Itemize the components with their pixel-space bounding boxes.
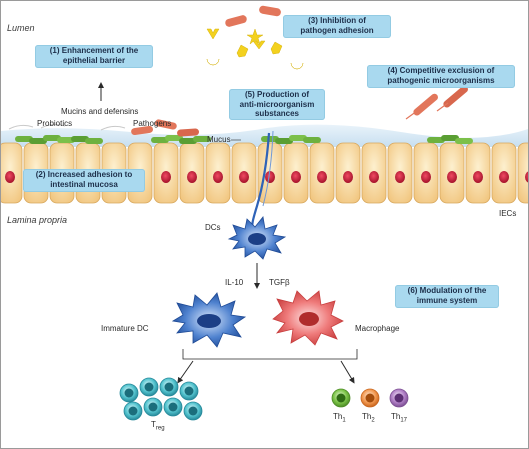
- cell-nucleus: [421, 171, 431, 183]
- box-inhibition-adhesion: (3) Inhibition of pathogen adhesion: [283, 15, 391, 38]
- dc-cell: [227, 216, 287, 260]
- cell-nucleus: [525, 171, 528, 183]
- epithelial-cell: [283, 142, 309, 204]
- box-antimicrobial-production: (5) Production of anti-microorganism sub…: [229, 89, 325, 120]
- bacteriocins: [206, 28, 304, 70]
- cell-nucleus: [473, 171, 483, 183]
- cell-nucleus: [291, 171, 301, 183]
- dcs-label: DCs: [205, 223, 221, 232]
- th2-label: Th2: [362, 412, 375, 424]
- epithelial-cell: [179, 142, 205, 204]
- epithelial-cell: [517, 142, 528, 204]
- epithelial-cell: [413, 142, 439, 204]
- th17-cell: [389, 388, 409, 408]
- treg-nucleus: [128, 406, 138, 416]
- cell-nucleus: [265, 171, 275, 183]
- cell-nucleus: [369, 171, 379, 183]
- treg-nucleus: [184, 386, 194, 396]
- probiotics-label: Probiotics: [37, 119, 73, 128]
- epithelial-cell: [257, 142, 283, 204]
- pathogens-label: Pathogens: [133, 119, 172, 128]
- pathogens-group: [131, 119, 200, 137]
- treg-nucleus: [124, 388, 134, 398]
- probiotics-on-surface: [15, 135, 473, 144]
- treg-nucleus: [168, 402, 178, 412]
- cell-nucleus: [187, 171, 197, 183]
- lumen-label: Lumen: [7, 23, 35, 33]
- cell-nucleus: [239, 171, 249, 183]
- macrophage-label: Macrophage: [355, 324, 400, 333]
- treg-label: Treg: [151, 420, 165, 432]
- epithelial-cell: [205, 142, 231, 204]
- treg-nucleus: [188, 406, 198, 416]
- treg-cluster: [119, 377, 203, 421]
- immature-dc-cell: [171, 292, 247, 348]
- cell-nucleus: [213, 171, 223, 183]
- box-immune-modulation: (6) Modulation of the immune system: [395, 285, 499, 308]
- epithelial-cell: [491, 142, 517, 204]
- pathogens-excluded: [405, 85, 468, 120]
- mucin-strands: [8, 123, 126, 131]
- arrow-to-treg: [177, 360, 194, 384]
- mucus-label: Mucus: [207, 135, 231, 144]
- cell-nucleus: [317, 171, 327, 183]
- box-competitive-exclusion: (4) Competitive exclusion of pathogenic …: [367, 65, 515, 88]
- epithelial-cell: [153, 142, 179, 204]
- tgfb-label: TGFβ: [269, 278, 290, 287]
- cell-nucleus: [161, 171, 171, 183]
- th1-cell: [331, 388, 351, 408]
- mucus-layer: [1, 124, 528, 147]
- mucins-defensins-label: Mucins and defensins: [61, 107, 139, 116]
- cell-nucleus: [343, 171, 353, 183]
- treg-nucleus: [144, 382, 154, 392]
- th17-label: Th17: [391, 412, 408, 424]
- epithelial-cell: [465, 142, 491, 204]
- immature-dc-label: Immature DC: [101, 324, 149, 333]
- cell-nucleus: [395, 171, 405, 183]
- th2-cell: [360, 388, 380, 408]
- th1-label: Th1: [333, 412, 346, 424]
- cell-nucleus: [5, 171, 15, 183]
- il10-label: IL-10: [225, 278, 244, 287]
- epithelial-cell: [439, 142, 465, 204]
- box-enhancement-barrier: (1) Enhancement of the epithelial barrie…: [35, 45, 153, 68]
- macrophage-cell: [272, 290, 344, 346]
- epithelial-cell: [231, 142, 257, 204]
- box-increased-adhesion: (2) Increased adhesion to intestinal muc…: [23, 169, 145, 192]
- cell-nucleus: [447, 171, 457, 183]
- treg-nucleus: [148, 402, 158, 412]
- cell-nucleus: [499, 171, 509, 183]
- treg-nucleus: [164, 382, 174, 392]
- iecs-label: IECs: [499, 209, 517, 218]
- lamina-propria-label: Lamina propria: [7, 215, 68, 225]
- bracket: [182, 349, 358, 360]
- arrow-to-th: [340, 360, 355, 384]
- epithelial-cell: [387, 142, 413, 204]
- epithelial-cell: [335, 142, 361, 204]
- epithelial-cell: [1, 142, 23, 204]
- epithelial-cell: [361, 142, 387, 204]
- epithelial-cell: [309, 142, 335, 204]
